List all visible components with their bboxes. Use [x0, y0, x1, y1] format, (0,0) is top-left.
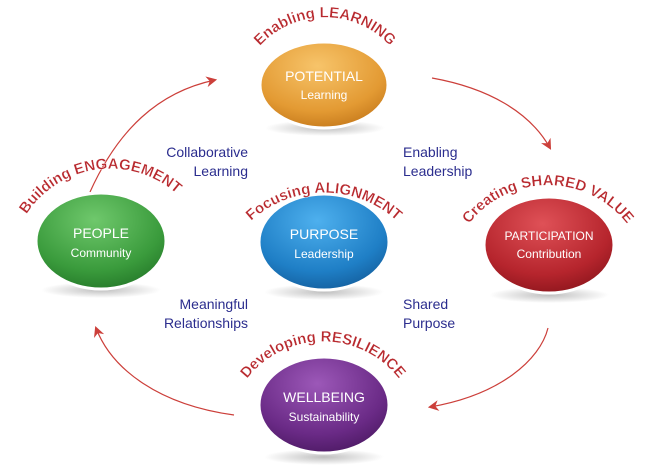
- link-label-collaborative-learning: Collaborative Learning: [166, 144, 248, 179]
- arrow-wellbeing-to-people: [94, 325, 235, 416]
- node-potential-subtitle: Learning: [301, 88, 348, 102]
- link-label-shared-purpose: Shared Purpose: [403, 296, 456, 331]
- arrow-potential-to-participation: [431, 77, 552, 150]
- node-participation: PARTICIPATION Contribution: [482, 195, 616, 295]
- node-potential-title: POTENTIAL: [285, 68, 363, 84]
- node-purpose: PURPOSE Leadership: [257, 192, 391, 292]
- node-wellbeing-title: WELLBEING: [283, 389, 365, 405]
- node-participation-subtitle: Contribution: [517, 247, 582, 261]
- node-people-title: PEOPLE: [73, 225, 129, 241]
- node-purpose-title: PURPOSE: [290, 226, 358, 242]
- node-participation-title: PARTICIPATION: [504, 229, 593, 243]
- arrow-participation-to-wellbeing: [427, 327, 549, 411]
- node-purpose-subtitle: Leadership: [294, 247, 354, 261]
- link-label-enabling-leadership: Enabling Leadership: [403, 144, 473, 179]
- node-wellbeing: WELLBEING Sustainability: [257, 355, 391, 455]
- node-wellbeing-subtitle: Sustainability: [289, 410, 360, 424]
- node-people: PEOPLE Community: [34, 191, 168, 291]
- link-label-meaningful-relationships: Meaningful Relationships: [163, 296, 248, 331]
- node-potential: POTENTIAL Learning: [258, 40, 390, 130]
- node-people-subtitle: Community: [71, 246, 132, 260]
- arrow-people-to-potential: [89, 76, 218, 193]
